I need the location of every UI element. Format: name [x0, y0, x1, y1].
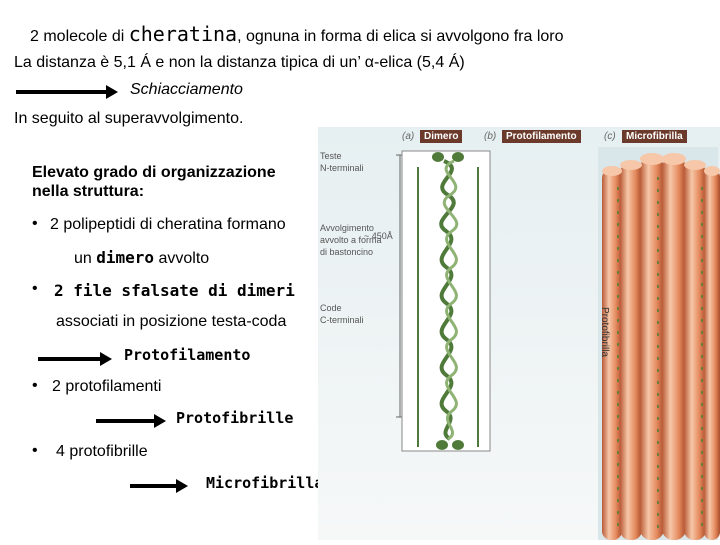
section-title-1: Elevato grado di organizzazione [32, 164, 276, 182]
header-line-3: In seguito al superavvolgimento. [14, 110, 243, 128]
label-heads-2: N-terminali [320, 163, 364, 173]
arrow-right-icon [16, 90, 108, 94]
panel-a-tag: Dimero [420, 130, 462, 143]
header-line-1-tail: , ognuna in forma di elica si avvolgono … [237, 28, 563, 45]
header-line-2: La distanza è 5,1 Á e non la distanza ti… [14, 54, 465, 72]
microfibril-rods [598, 147, 720, 540]
panel-c-label: (c) [604, 131, 616, 142]
arrow-right-icon [96, 419, 156, 423]
arrow-label-schiacciamento: Schiacciamento [130, 81, 243, 99]
item-2-line-2: associati in posizione testa-coda [56, 313, 286, 331]
label-tails-1: Code [320, 303, 342, 313]
item-4: 4 protofibrille [56, 443, 148, 461]
figure-illustration [318, 127, 720, 540]
item-1-line-2-post: avvolto [154, 250, 209, 267]
item-2-line-1: 2 file sfalsate di dimeri [54, 281, 295, 300]
bullet-icon: • [32, 442, 38, 460]
panel-b-label: (b) [484, 131, 496, 142]
item-1-line-2: un dimero avvolto [74, 248, 209, 268]
keyword-dimero: dimero [96, 248, 154, 267]
label-length: ~ 450Å [364, 231, 393, 241]
panel-b-tag: Protofilamento [502, 130, 581, 143]
header-line-1-text: 2 molecole di [30, 28, 129, 45]
result-protofilamento: Protofilamento [124, 346, 250, 364]
panel-a-label: (a) [402, 131, 414, 142]
label-heads-1: Teste [320, 151, 342, 161]
item-1-line-1: 2 polipeptidi di cheratina formano [50, 216, 286, 234]
panel-c-tag: Microfibrilla [622, 130, 687, 143]
bullet-icon: • [32, 215, 38, 233]
item-3: 2 protofilamenti [52, 378, 161, 396]
item-1-line-2-pre: un [74, 250, 96, 267]
arrow-right-icon [38, 357, 102, 361]
result-protofibrille: Protofibrille [176, 409, 293, 427]
keyword-cheratina: cheratina [129, 22, 237, 46]
label-tails-2: C-terminali [320, 315, 364, 325]
section-title-2: nella struttura: [32, 183, 144, 201]
bullet-icon: • [32, 280, 38, 298]
keratin-structure-figure: (a) Dimero (b) Protofilamento (c) Microf… [318, 127, 720, 540]
header-line-1: 2 molecole di cheratina, ognuna in forma… [30, 22, 564, 46]
label-coil-3: di bastoncino [320, 247, 373, 257]
result-microfibrilla: Microfibrilla [206, 474, 323, 492]
label-protofibrilla: Protofibrilla [599, 307, 610, 357]
arrow-right-icon [130, 484, 178, 488]
bullet-icon: • [32, 377, 38, 395]
